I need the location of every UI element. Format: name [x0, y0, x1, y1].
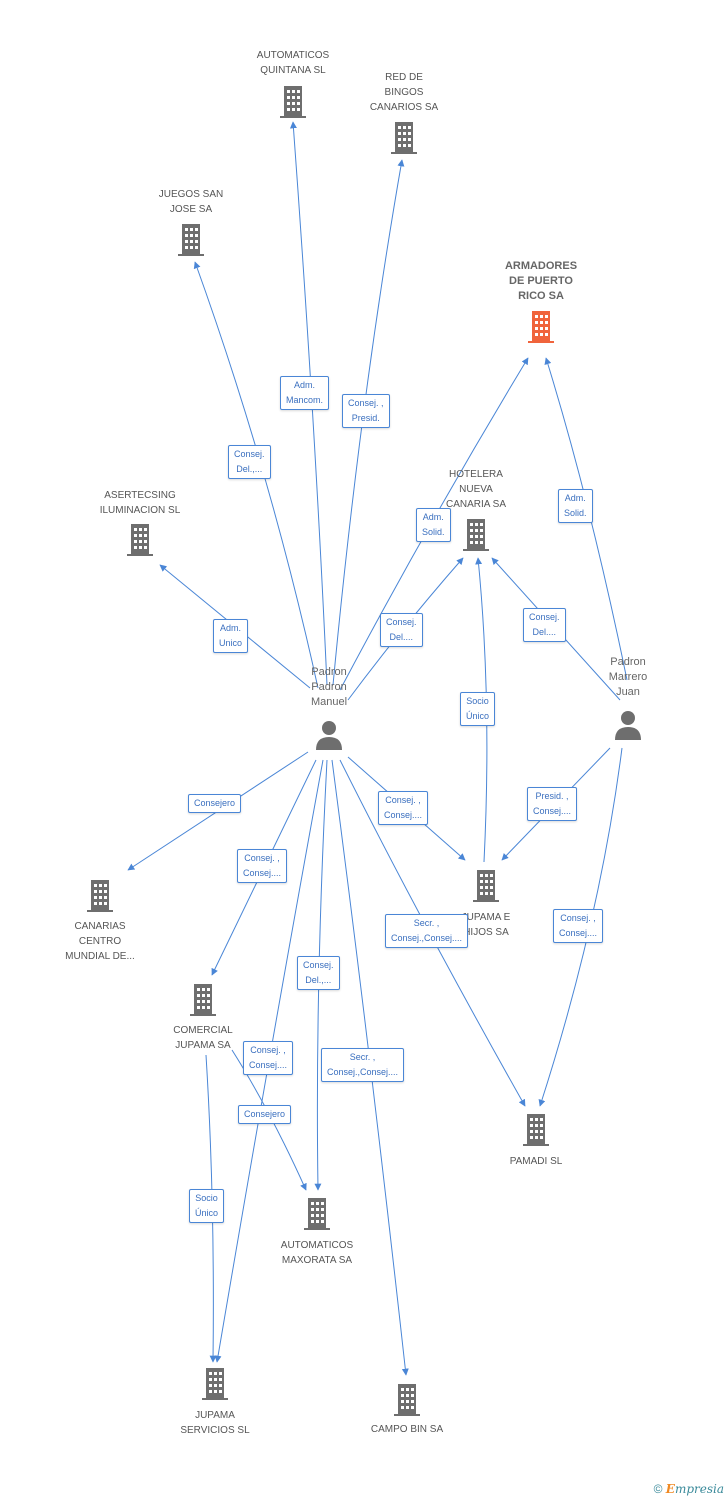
role-badge-consej-consej-servicios[interactable]: Consej. , Consej.... [243, 1041, 294, 1075]
role-badge-socio-unico-hotelera[interactable]: Socio Único [460, 692, 496, 726]
brand-logo-initial: E [665, 1482, 675, 1496]
company-label: JUPAMA SERVICIOS SL [180, 1410, 250, 1436]
building-icon [178, 224, 204, 256]
copyright-symbol: © [653, 1482, 663, 1496]
building-icon [190, 984, 216, 1016]
company-label: PAMADI SL [509, 1156, 563, 1167]
building-icon [280, 86, 306, 118]
building-icon [463, 519, 489, 551]
person-label: Padron Marrero Juan [608, 656, 648, 698]
role-badge-consej-consej-comercial[interactable]: Consej. , Consej.... [237, 849, 288, 883]
company-label: AUTOMATICOS MAXORATA SA [280, 1240, 354, 1266]
company-label: ARMADORES DE PUERTO RICO SA [504, 260, 578, 302]
brand-logo: Empresia [666, 1482, 724, 1496]
role-badge-consej-presid[interactable]: Consej. , Presid. [342, 394, 390, 428]
person-label: Padron Padron Manuel [310, 666, 348, 708]
role-badge-consej-del-juegos[interactable]: Consej. Del.,... [228, 445, 271, 479]
building-icon [394, 1384, 420, 1416]
company-label: JUEGOS SAN JOSE SA [158, 189, 224, 215]
company-label: COMERCIAL JUPAMA SA [173, 1025, 233, 1051]
building-icon [528, 311, 554, 343]
role-badge-presid-consej[interactable]: Presid. , Consej.... [527, 787, 578, 821]
role-badge-consej-consej-pamadi[interactable]: Consej. , Consej.... [553, 909, 604, 943]
company-label: AUTOMATICOS QUINTANA SL [256, 50, 330, 76]
role-badge-adm-mancom[interactable]: Adm. Mancom. [280, 376, 330, 410]
building-icon [391, 122, 417, 154]
role-badge-adm-solid-right[interactable]: Adm. Solid. [558, 489, 593, 523]
building-icon [202, 1368, 228, 1400]
role-badge-adm-unico[interactable]: Adm. Unico [213, 619, 249, 653]
company-label: CAMPO BIN SA [370, 1424, 444, 1435]
company-label: CANARIAS CENTRO MUNDIAL DE... [65, 921, 135, 962]
company-label: HOTELERA NUEVA CANARIA SA [445, 469, 507, 510]
person-icon [316, 721, 342, 750]
role-badge-consej-del-hotelera-left[interactable]: Consej. Del.... [380, 613, 423, 647]
person-icon [615, 711, 641, 740]
role-badge-socio-unico-servicios[interactable]: Socio Único [189, 1189, 225, 1223]
company-label: ASERTECSING ILUMINACION SL [99, 490, 181, 516]
building-icon [473, 870, 499, 902]
role-badge-consejero-comercial[interactable]: Consejero [238, 1105, 292, 1124]
building-icon [304, 1198, 330, 1230]
role-badge-secr-consej-campo[interactable]: Secr. , Consej.,Consej.... [321, 1048, 405, 1082]
role-badge-consejero-canarias[interactable]: Consejero [188, 794, 242, 813]
edge-manuel-quintana [289, 121, 328, 686]
role-badge-secr-consej-pamadi[interactable]: Secr. , Consej.,Consej.... [385, 914, 469, 948]
role-badge-consej-del-maxorata[interactable]: Consej. Del.,... [297, 956, 340, 990]
building-icon [127, 524, 153, 556]
brand-logo-text: mpresia [674, 1482, 724, 1496]
role-badge-consej-del-hotelera-right[interactable]: Consej. Del.... [523, 608, 566, 642]
building-icon [523, 1114, 549, 1146]
role-badge-consej-consej-jupama-e[interactable]: Consej. , Consej.... [378, 791, 429, 825]
building-icon [87, 880, 113, 912]
company-label: JUPAMA E HIJOS SA [461, 912, 511, 938]
company-label: RED DE BINGOS CANARIOS SA [369, 72, 439, 113]
role-badge-adm-solid-left[interactable]: Adm. Solid. [416, 508, 451, 542]
footer-brand[interactable]: © Empresia [654, 1482, 724, 1496]
